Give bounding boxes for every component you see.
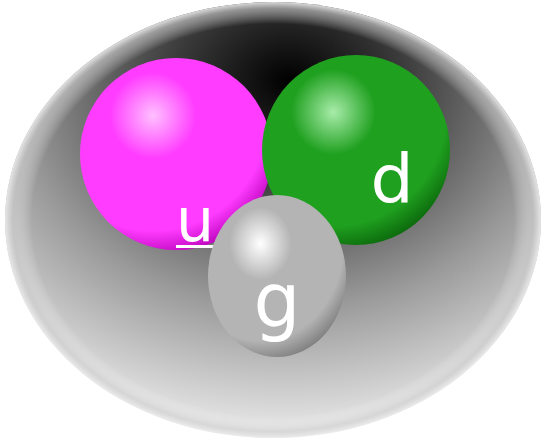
- sphere-fill: [208, 195, 346, 357]
- gluon-sphere: g: [208, 195, 346, 357]
- particle-letter: u: [176, 190, 214, 250]
- hadron-rim: [5, 2, 541, 438]
- particle-letter: d: [370, 146, 413, 214]
- hadron-ellipse: [5, 2, 541, 438]
- particle-letter: g: [254, 263, 301, 337]
